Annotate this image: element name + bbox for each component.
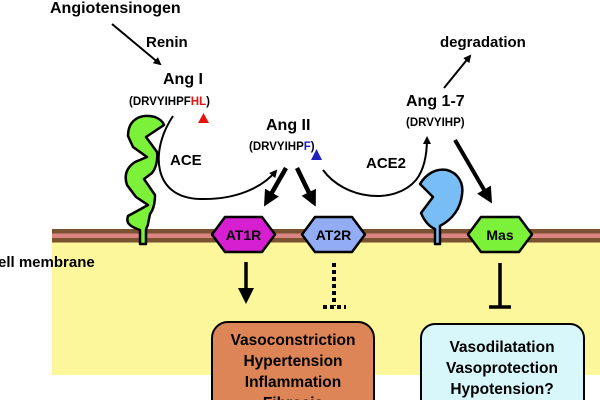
ace-conversion-arrow (157, 115, 278, 201)
degradation-label: degradation (440, 34, 526, 51)
ang17-sequence: (DRVYIHP) (406, 117, 465, 129)
ang2-label: Ang II (266, 117, 310, 134)
mas-inhibition-bar (489, 263, 511, 309)
renin-arrow (111, 23, 162, 66)
membrane-label: ell membrane (0, 254, 95, 271)
at1r-effect: Vasoconstriction (231, 332, 356, 349)
at1r-effect: Fibrosis (263, 395, 323, 400)
at1r-receptor: AT1R (210, 215, 277, 254)
at1r-effect: Inflammation (245, 374, 341, 391)
at1r-label: AT1R (226, 227, 262, 243)
mas-label: Mas (486, 227, 513, 243)
at1r-effect: Hypertension (243, 353, 342, 370)
ace-enzyme-icon (124, 114, 166, 246)
ang2-sequence: (DRVYIHPF) (249, 141, 315, 153)
angiotensinogen-label: Angiotensinogen (50, 0, 181, 17)
ace2-label: ACE2 (366, 155, 406, 172)
ang17-to-mas-arrow (453, 138, 493, 204)
at2r-label: AT2R (316, 227, 352, 243)
mas-effect: Vasoprotection (446, 360, 558, 377)
at2r-signaling-dotted (323, 263, 346, 309)
ace-cleavage-marker-icon (198, 113, 209, 123)
ang1-label: Ang I (163, 71, 203, 88)
degradation-arrow (443, 54, 472, 89)
ang2-to-at1r-arrow (264, 166, 288, 207)
renin-label: Renin (146, 34, 188, 51)
ang1-cleaved-residues: HL (191, 96, 206, 108)
ang2-to-at2r-arrow (294, 167, 317, 207)
at1r-effects-box: Vasoconstriction Hypertension Inflammati… (211, 321, 375, 400)
ang2-cleaved-residue: F (304, 141, 311, 153)
at2r-receptor: AT2R (300, 215, 367, 254)
ace2-conversion-arrow (322, 136, 431, 197)
mas-effect: Hypotension? (450, 381, 553, 398)
mas-effects-box: Vasodilatation Vasoprotection Hypotensio… (420, 323, 585, 400)
mas-receptor: Mas (466, 215, 534, 254)
ang17-label: Ang 1-7 (406, 93, 465, 110)
mas-effect: Vasodilatation (449, 339, 554, 356)
ace-label: ACE (170, 152, 202, 169)
ace2-enzyme-icon (418, 168, 464, 246)
ace2-cleavage-marker-icon (311, 149, 322, 160)
ang1-sequence: (DRVYIHPFHL) (129, 96, 210, 108)
